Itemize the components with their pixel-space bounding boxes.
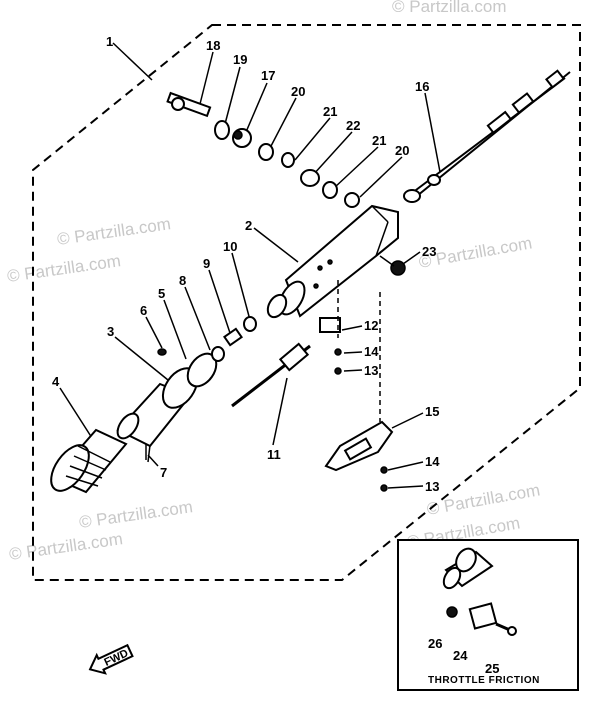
small-hardware: [166, 91, 360, 208]
throttle-friction-parts: THROTTLE FRICTION: [428, 547, 540, 686]
grip-assembly: [50, 316, 257, 494]
watermark-2: © Partzilla.com: [56, 214, 172, 249]
watermark-3: © Partzilla.com: [6, 251, 122, 286]
throttle-cable: [403, 69, 571, 203]
callout-6: 6: [140, 303, 147, 318]
callout-9: 9: [203, 256, 210, 271]
callout-21a: 21: [323, 104, 337, 119]
callout-18: 18: [206, 38, 220, 53]
callout-4: 4: [52, 374, 60, 389]
callout-20a: 20: [291, 84, 305, 99]
callout-24: 24: [453, 648, 468, 663]
callout-13a: 13: [364, 363, 378, 378]
callout-13b: 13: [425, 479, 439, 494]
leader-lines: [59, 42, 496, 663]
callout-11: 11: [267, 447, 281, 462]
callout-12: 12: [364, 318, 378, 333]
throttle-friction-caption: THROTTLE FRICTION: [428, 675, 540, 686]
callout-25: 25: [485, 661, 499, 676]
callout-3: 3: [107, 324, 114, 339]
callout-14b: 14: [425, 454, 440, 469]
callout-26: 26: [428, 636, 442, 651]
forward-arrow: FWD: [88, 643, 134, 675]
callout-19: 19: [233, 52, 247, 67]
callout-5: 5: [158, 286, 165, 301]
callout-23: 23: [422, 244, 436, 259]
callout-2: 2: [245, 218, 252, 233]
callout-20b: 20: [395, 143, 409, 158]
callout-7: 7: [160, 465, 167, 480]
watermark-6: © Partzilla.com: [8, 529, 124, 564]
callout-14a: 14: [364, 344, 379, 359]
watermark-1: © Partzilla.com: [392, 0, 507, 16]
callout-10: 10: [223, 239, 237, 254]
assembly-outline: [32, 24, 581, 581]
tiller-handle-body: [266, 204, 406, 319]
watermark-5: © Partzilla.com: [78, 497, 194, 532]
callout-15: 15: [425, 404, 439, 419]
callout-8: 8: [179, 273, 186, 288]
callout-21b: 21: [372, 133, 386, 148]
callout-labels: 1 18 19 17 20 21 22 21 20 16 2 23 10 9 8…: [52, 34, 499, 676]
callout-1: 1: [106, 34, 113, 49]
fwd-label: FWD: [102, 647, 130, 668]
callout-17: 17: [261, 68, 275, 83]
callout-16: 16: [415, 79, 429, 94]
callout-22: 22: [346, 118, 360, 133]
throttle-shaft: [147, 280, 394, 492]
